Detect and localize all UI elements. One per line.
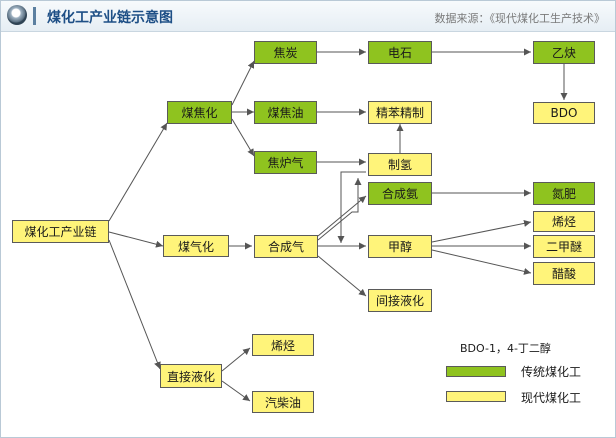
legend-note: BDO-1，4-丁二醇 — [460, 342, 551, 355]
node-calcium-carbide: 电石 — [368, 41, 432, 64]
node-diesel: 汽柴油 — [252, 391, 314, 413]
arrow-syngas-ammonia — [317, 195, 367, 237]
arrow-methanol-acetic — [431, 249, 532, 275]
node-methanol: 甲醇 — [368, 235, 432, 258]
node-acetic-acid: 醋酸 — [533, 262, 595, 285]
arrow-coking-coke — [231, 60, 255, 106]
node-indirect-liquefaction: 间接液化 — [368, 289, 432, 312]
node-refined-benzene: 精苯精制 — [368, 101, 432, 124]
legend-label-traditional: 传统煤化工 — [521, 365, 582, 379]
arrow-root-gasification — [108, 231, 164, 248]
node-hydrogen: 制氢 — [368, 153, 432, 176]
node-dme: 二甲醚 — [533, 235, 595, 258]
source-note: 数据来源：《现代煤化工生产技术》 — [434, 12, 606, 25]
legend-swatch-modern — [446, 391, 506, 402]
node-gasification: 煤气化 — [163, 235, 229, 257]
node-olefins: 烯烃 — [533, 211, 595, 232]
node-syngas: 合成气 — [254, 235, 318, 258]
legend-swatch-traditional — [446, 366, 506, 377]
node-ammonia: 合成氨 — [368, 182, 432, 205]
arrow-coking-gas — [231, 118, 255, 157]
arrow-liq-diesel — [221, 380, 251, 402]
node-acetylene: 乙炔 — [533, 41, 595, 64]
node-fertilizer: 氮肥 — [533, 182, 595, 205]
arrow-root-coking — [108, 122, 168, 222]
page-title: 煤化工产业链示意图 — [47, 10, 173, 26]
node-liquefaction: 直接液化 — [160, 364, 222, 388]
globe-icon — [7, 5, 27, 25]
title-bar: 煤化工产业链示意图 数据来源：《现代煤化工生产技术》 — [1, 1, 615, 32]
node-liq-olefins: 烯烃 — [252, 334, 314, 356]
node-coking: 煤焦化 — [167, 101, 232, 124]
arrow-syngas-indirect — [317, 255, 367, 297]
connector-hydrogen-syngas — [337, 171, 366, 243]
arrow-root-liquefaction — [108, 239, 161, 370]
arrow-liq-olefins — [221, 347, 251, 372]
title-divider — [33, 7, 36, 25]
legend-label-modern: 现代煤化工 — [521, 391, 582, 405]
node-coke-gas: 焦炉气 — [254, 151, 317, 174]
node-coal-tar: 煤焦油 — [254, 101, 317, 124]
node-coke: 焦炭 — [254, 41, 317, 64]
node-bdo: BDO — [533, 102, 595, 124]
arrow-methanol-olefins — [431, 219, 532, 243]
node-root: 煤化工产业链 — [12, 220, 109, 243]
connector-syngas-hydrogen — [317, 178, 362, 241]
